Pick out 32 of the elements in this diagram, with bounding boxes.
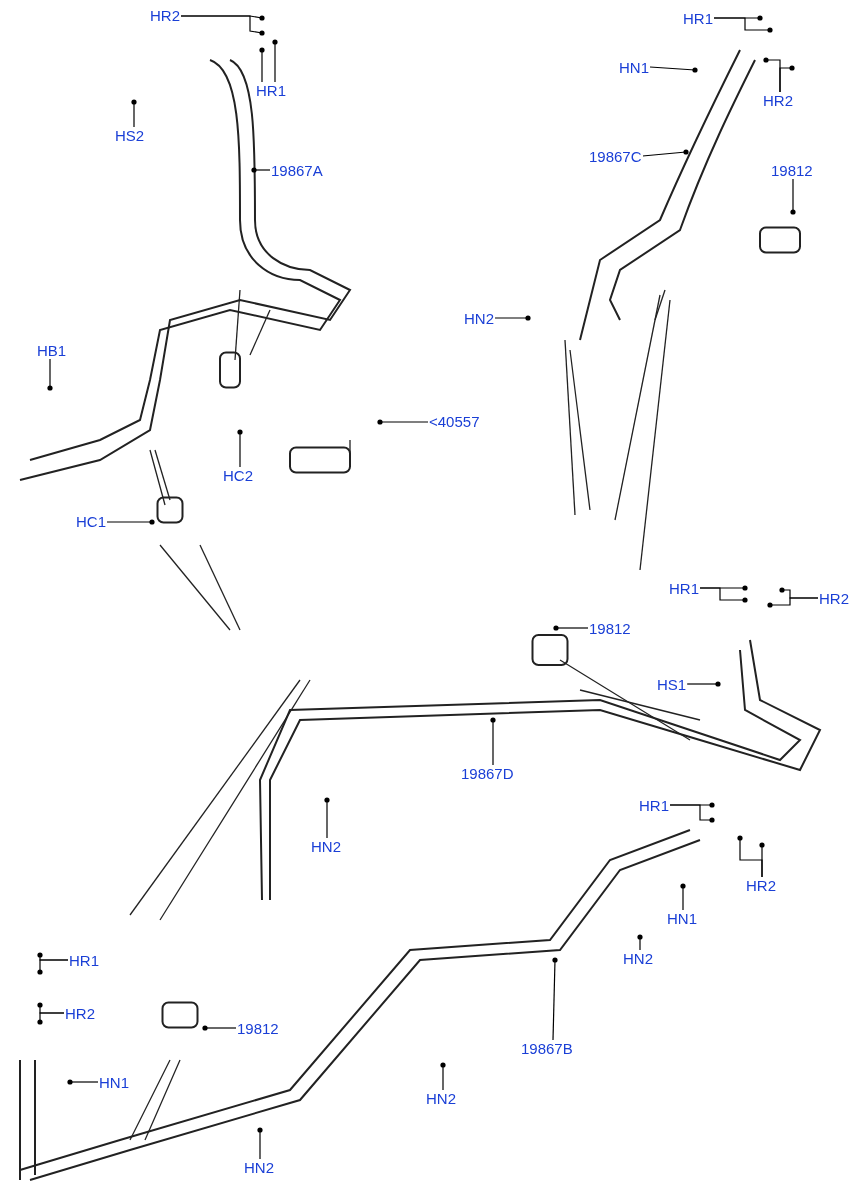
- leader-line: [699, 585, 748, 591]
- leader-line: [686, 681, 721, 687]
- leader-line: [257, 1127, 263, 1160]
- leader-line: [680, 883, 686, 911]
- leader-line: [779, 587, 819, 599]
- leader-line: [637, 934, 643, 951]
- leader-line: [494, 315, 531, 321]
- leader-line: [763, 57, 781, 93]
- leader-line: [324, 797, 330, 839]
- leader-line: [641, 149, 689, 157]
- leader-line: [272, 39, 278, 83]
- leader-line: [251, 167, 271, 173]
- leader-line: [713, 15, 763, 21]
- leader-line: [37, 1012, 65, 1025]
- leader-line: [106, 519, 155, 525]
- leader-line: [552, 957, 558, 1041]
- leader-line: [131, 99, 137, 128]
- leader-line: [259, 47, 265, 83]
- leader-line: [47, 358, 53, 391]
- leader-line: [202, 1025, 237, 1031]
- leader-line: [649, 66, 698, 73]
- leader-line: [440, 1062, 446, 1091]
- leader-line: [669, 804, 715, 823]
- leader-line: [737, 835, 763, 878]
- leader-line: [180, 15, 265, 36]
- leader-line: [377, 419, 429, 425]
- leader-line: [553, 625, 589, 631]
- leader-line: [237, 429, 243, 468]
- leader-line: [37, 959, 69, 975]
- leader-line: [790, 178, 796, 215]
- leader-line: [67, 1079, 99, 1085]
- leader-line: [490, 717, 496, 766]
